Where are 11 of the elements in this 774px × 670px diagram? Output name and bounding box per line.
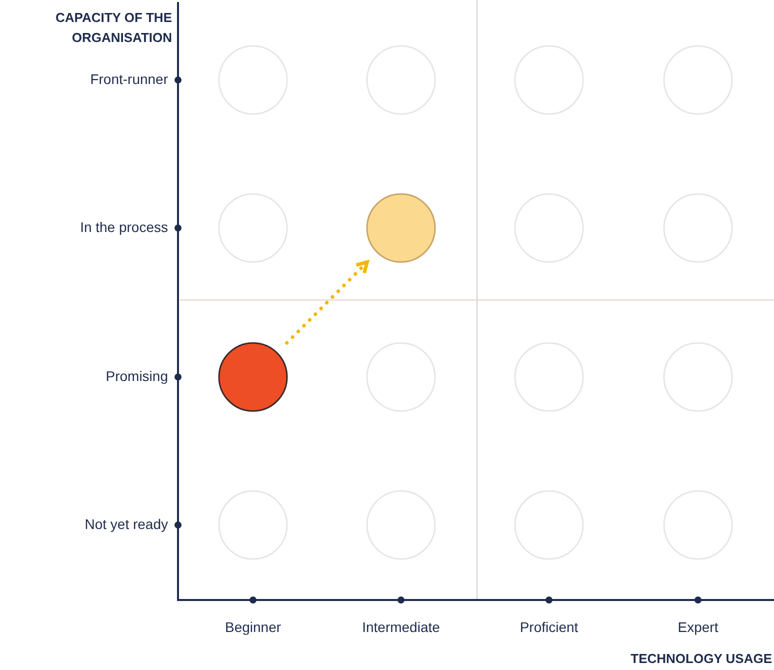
axis-tick-label: Expert [678,619,718,635]
axis-tick-label: Beginner [224,619,282,635]
axis-title: CAPACITY OF THE ORGANISATION [54,9,172,47]
axis-tick-label: In the process [80,219,168,235]
axis-tick-label: Front-runner [90,71,168,87]
axis-title: TECHNOLOGY USAGE [630,651,772,666]
dotted-arrow [285,260,369,345]
axis-tick-label: Proficient [520,619,578,635]
axis-tick-label: Not yet ready [84,516,168,532]
axis-tick-label: Intermediate [362,619,440,635]
axis-tick-label: Promising [106,368,168,384]
